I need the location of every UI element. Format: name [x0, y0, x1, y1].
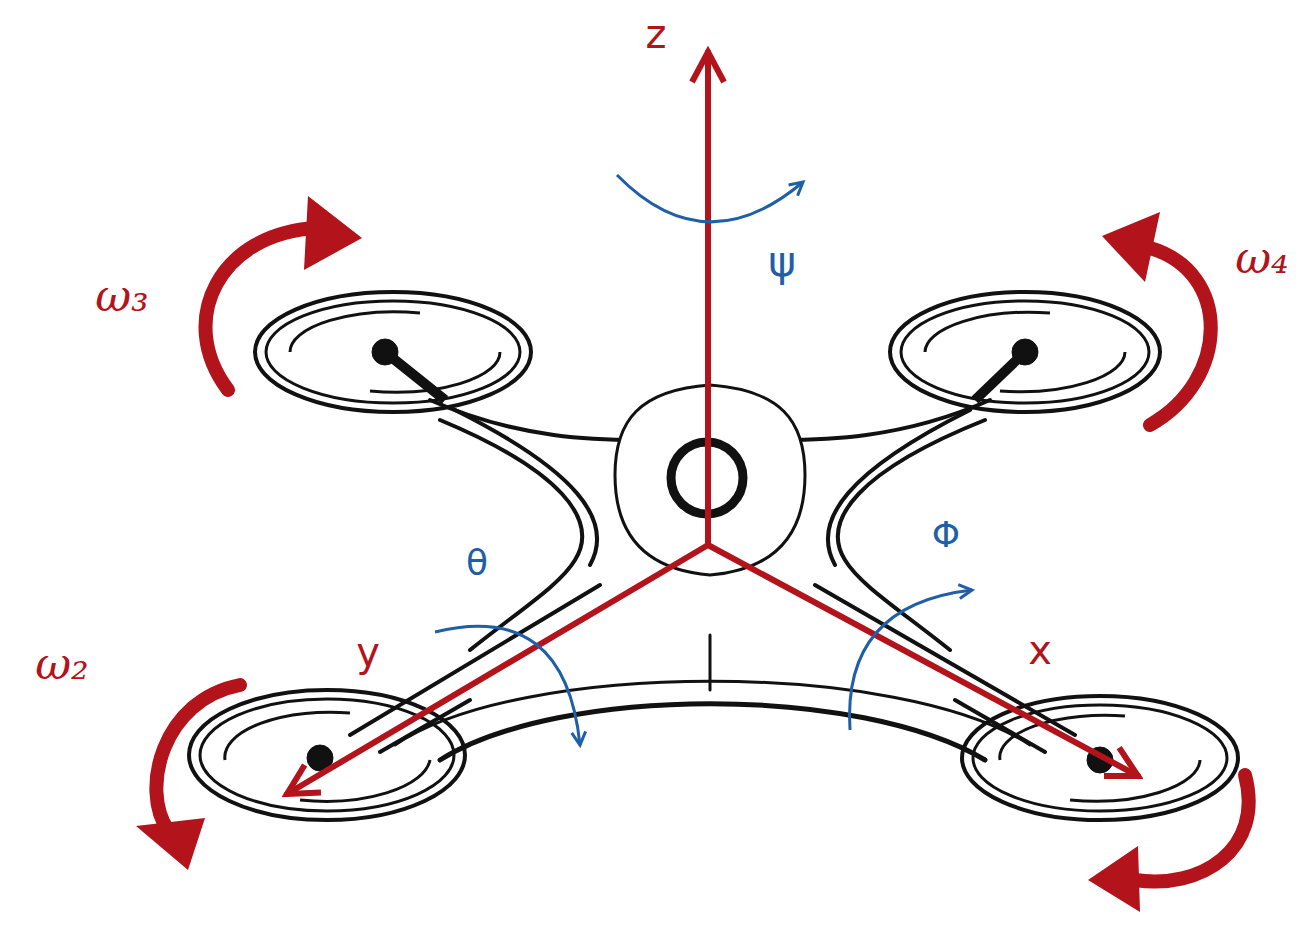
body-axes: [708, 545, 1138, 776]
drone-frame: [440, 704, 985, 760]
propeller: [189, 292, 1238, 820]
rotor-spin-arrow: [136, 196, 1249, 912]
rotor-spin-arrow: [206, 228, 318, 390]
propeller: [890, 292, 1160, 412]
drone-frame: [709, 635, 712, 690]
propeller: [975, 352, 1025, 400]
body-axes: [287, 545, 708, 794]
rotation-angle-arrow: [850, 590, 972, 730]
rotor-spin-arrow: [1150, 248, 1211, 425]
propeller: [189, 690, 465, 820]
rotor-spin-arrow: [1135, 775, 1249, 882]
rotor-spin-arrow: [304, 196, 362, 270]
body-axes: [287, 52, 1138, 794]
rotation-angle-arrow: [617, 175, 803, 222]
drone-frame: [350, 385, 1075, 760]
rotor-spin-arrow: [156, 685, 240, 830]
drone-frame: [440, 420, 582, 650]
drone-frame: [350, 585, 600, 735]
rotor-spin-arrow: [1102, 212, 1160, 282]
axis-label: x: [1028, 630, 1052, 670]
axis-label: y: [356, 632, 380, 672]
angle-label: ψ: [768, 241, 796, 283]
propeller: [290, 312, 500, 392]
rotor-speed-label: ω₂: [35, 642, 89, 686]
angle-label: Φ: [932, 517, 960, 553]
drone-frame: [455, 410, 597, 565]
rotor-speed-label: ω₃: [95, 274, 149, 318]
drone-frame: [828, 410, 970, 565]
propeller: [266, 301, 520, 403]
angle-label: θ: [466, 545, 488, 581]
rotor-spin-arrow: [1088, 846, 1140, 912]
rotor-speed-label: ω₄: [1235, 236, 1289, 280]
rotor-spin-arrow: [136, 818, 205, 870]
body-axes: [705, 52, 711, 545]
propeller: [901, 301, 1149, 403]
rotation-angle-arrow: [435, 175, 972, 745]
propeller: [255, 292, 531, 412]
axis-label: z: [646, 14, 667, 54]
drone-frame: [838, 420, 985, 650]
rotation-angle-arrow: [435, 626, 580, 745]
propeller: [385, 352, 445, 400]
